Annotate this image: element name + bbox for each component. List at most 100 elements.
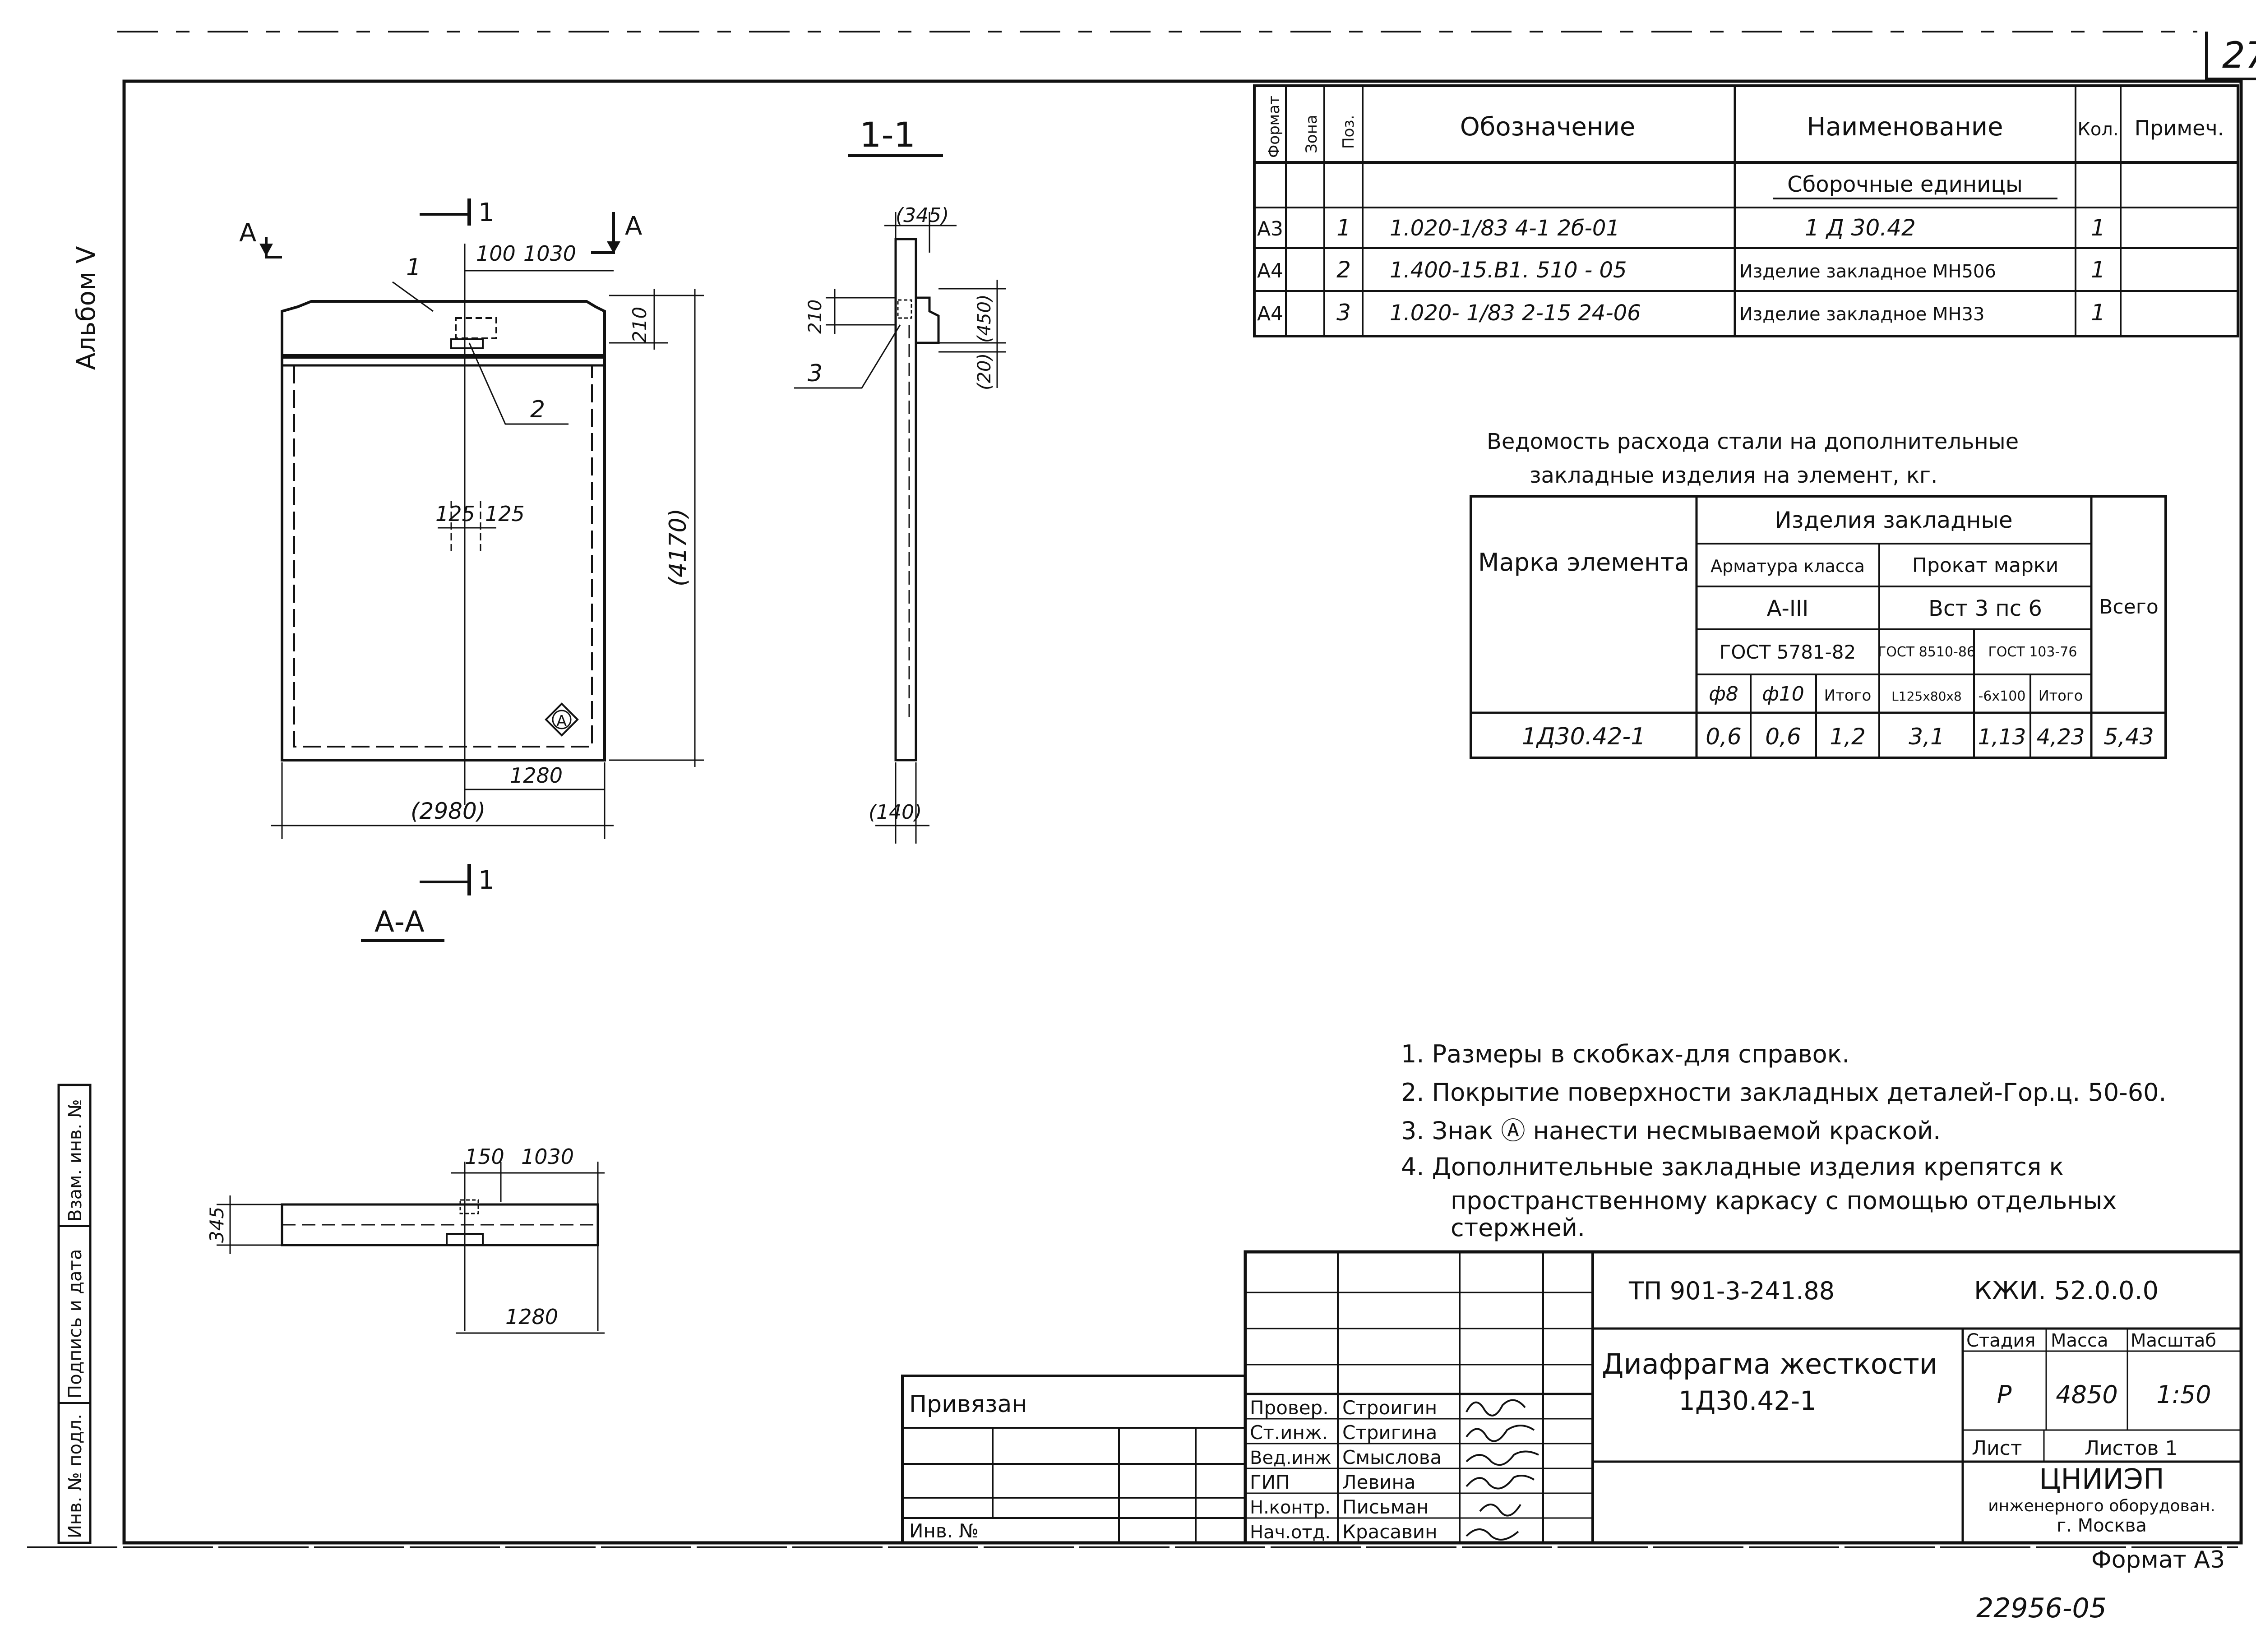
tb-name-line2: 1Д30.42-1 (1678, 1385, 1817, 1416)
spec-row1-name: 1 Д 30.42 (1805, 215, 1916, 241)
steel-gost-b: ГОСТ 8510-86 (1878, 644, 1975, 660)
tb-role-4: ГИП (1250, 1471, 1290, 1493)
spec-section-label: Сборочные единицы (1787, 172, 2023, 197)
steel-armature-header: Арматура класса (1710, 556, 1865, 576)
spec-row2-name: Изделие закладное МН506 (1739, 261, 1996, 282)
bottom-code: 22956-05 (1976, 1592, 2107, 1624)
spec-h-pos: Поз. (1340, 115, 1358, 149)
note-1: 1. Размеры в скобках-для справок. (1401, 1040, 1849, 1068)
steel-col-strip: -6х100 (1979, 688, 2026, 704)
spec-row1-format: А3 (1257, 217, 1283, 240)
spec-h-zone: Зона (1303, 115, 1321, 153)
steel-col-f10: ф10 (1762, 683, 1804, 706)
dim-2980: (2980) (411, 798, 485, 824)
binding-label: Привязан (909, 1391, 1027, 1418)
tb-role-6: Нач.отд. (1250, 1522, 1331, 1543)
spec-row3-format: А4 (1257, 302, 1283, 325)
steel-statement: Ведомость расхода стали на дополнительны… (1470, 429, 2167, 759)
note-3: 3. Знак Ⓐ нанести несмываемой краской. (1401, 1117, 1941, 1145)
tb-role-2: Ст.инж. (1250, 1421, 1328, 1444)
tb-name-2: Стригина (1342, 1421, 1437, 1444)
steel-row-mark: 1Д30.42-1 (1522, 723, 1646, 750)
pos-1-label: 1 (406, 254, 421, 281)
tb-role-5: Н.контр. (1250, 1497, 1331, 1518)
tb-scale: 1:50 (2156, 1380, 2211, 1409)
tb-sheet-label: Лист (1972, 1437, 2022, 1460)
note-4: 4. Дополнительные закладные изделия креп… (1401, 1153, 2064, 1181)
spec-h-name: Наименование (1807, 112, 2003, 142)
steel-class-a: А-III (1767, 596, 1809, 621)
pos-3-label: 3 (808, 360, 823, 387)
tb-stage: Р (1997, 1380, 2012, 1409)
sheet-number: 27 (2222, 34, 2256, 76)
dim-1280-plan: 1280 (505, 1305, 558, 1329)
steel-val-angle: 3,1 (1909, 724, 1945, 750)
spec-row2-format: А4 (1257, 259, 1283, 282)
spec-row2-designation: 1.400-15.В1. 510 - 05 (1390, 258, 1627, 283)
dim-125-b: 125 (485, 502, 525, 526)
tb-name-4: Левина (1342, 1471, 1416, 1493)
steel-gost-c: ГОСТ 103-76 (1988, 644, 2077, 660)
dim-345-plan: 345 (206, 1207, 228, 1243)
note-2: 2. Покрытие поверхности закладных детале… (1401, 1078, 2167, 1107)
cut-mark-a-right: А (625, 212, 642, 241)
section-slab (894, 238, 917, 761)
pos-2-label: 2 (530, 396, 545, 423)
steel-col-angle: L125х80х8 (1891, 689, 1962, 704)
steel-val-itogo-a: 1,2 (1830, 724, 1866, 750)
dim-1030-plan: 1030 (521, 1144, 574, 1169)
panel-outline (281, 300, 606, 761)
tb-scale-h: Масштаб (2131, 1330, 2216, 1351)
section-1-1: 1-1 (345) 210 (450) (20) 3 (140) (794, 115, 1006, 844)
steel-col-f8: ф8 (1709, 683, 1738, 706)
tb-org-3: г. Москва (2057, 1515, 2147, 1536)
steel-col-itogo-a: Итого (1824, 687, 1872, 705)
spec-row3-qty: 1 (2091, 300, 2105, 326)
strip-zam-inv: Взам. инв. № (65, 1099, 86, 1222)
spec-row3-pos: 3 (1336, 300, 1351, 326)
spec-h-designation: Обозначение (1460, 112, 1636, 142)
spec-h-format: Формат (1265, 96, 1283, 158)
dim-210: 210 (629, 307, 651, 343)
dim-4170: (4170) (665, 508, 692, 586)
dim-140-section: (140) (869, 801, 922, 824)
tb-mass: 4850 (2056, 1380, 2117, 1409)
dim-1280-front: 1280 (510, 763, 563, 788)
steel-group-header: Изделия закладные (1775, 507, 2012, 533)
album-label: Альбом V (72, 246, 101, 370)
dim-100: 100 (476, 241, 516, 266)
section-notch (916, 296, 940, 344)
tb-project-code: ТП 901-3-241.88 (1628, 1277, 1835, 1305)
marker-a: А (545, 702, 579, 737)
tb-org-2: инженерного оборудован. (1988, 1497, 2215, 1515)
specification-table: Формат Зона Поз. Обозначение Наименовани… (1253, 84, 2239, 337)
tb-stage-h: Стадия (1966, 1330, 2035, 1351)
spec-row2-qty: 1 (2091, 257, 2105, 283)
reinforcement-cage (293, 365, 593, 748)
steel-mark-header: Марка элемента (1478, 548, 1689, 577)
steel-title-1: Ведомость расхода стали на дополнительны… (1487, 429, 2019, 454)
cut-mark-1-bottom: 1 (478, 866, 495, 895)
tb-name-3: Смыслова (1342, 1446, 1442, 1468)
tb-name-6: Красавин (1342, 1521, 1438, 1543)
steel-title-2: закладные изделия на элемент, кг. (1530, 463, 1937, 488)
title-block: ТП 901-3-241.88 КЖИ. 52.0.0.0 Диафрагма … (1244, 1250, 2243, 1545)
note-4-cont-2: стержней. (1451, 1214, 1585, 1242)
tb-role-1: Провер. (1250, 1397, 1329, 1419)
steel-val-total: 5,43 (2103, 724, 2154, 750)
section-title: 1-1 (860, 115, 915, 155)
left-stamp-strip: Инв. № подл. Подпись и дата Взам. инв. № (57, 1084, 92, 1544)
steel-val-f8: 0,6 (1706, 724, 1742, 750)
plan-view: 150 1030 345 1280 (206, 1144, 605, 1334)
steel-val-strip: 1,13 (1978, 724, 2026, 750)
spec-row1-designation: 1.020-1/83 4-1 2б-01 (1390, 216, 1620, 241)
notes: 1. Размеры в скобках-для справок. 2. Пок… (1401, 1040, 2167, 1242)
spec-row1-qty: 1 (2091, 215, 2105, 241)
steel-val-itogo-b: 4,23 (2037, 724, 2085, 750)
dim-1030: 1030 (523, 241, 576, 266)
spec-h-note: Примеч. (2135, 116, 2224, 140)
view-title-a-a: А-А (374, 905, 425, 939)
spec-row3-designation: 1.020- 1/83 2-15 24-06 (1390, 300, 1641, 326)
cut-arrowhead-right (607, 241, 620, 254)
